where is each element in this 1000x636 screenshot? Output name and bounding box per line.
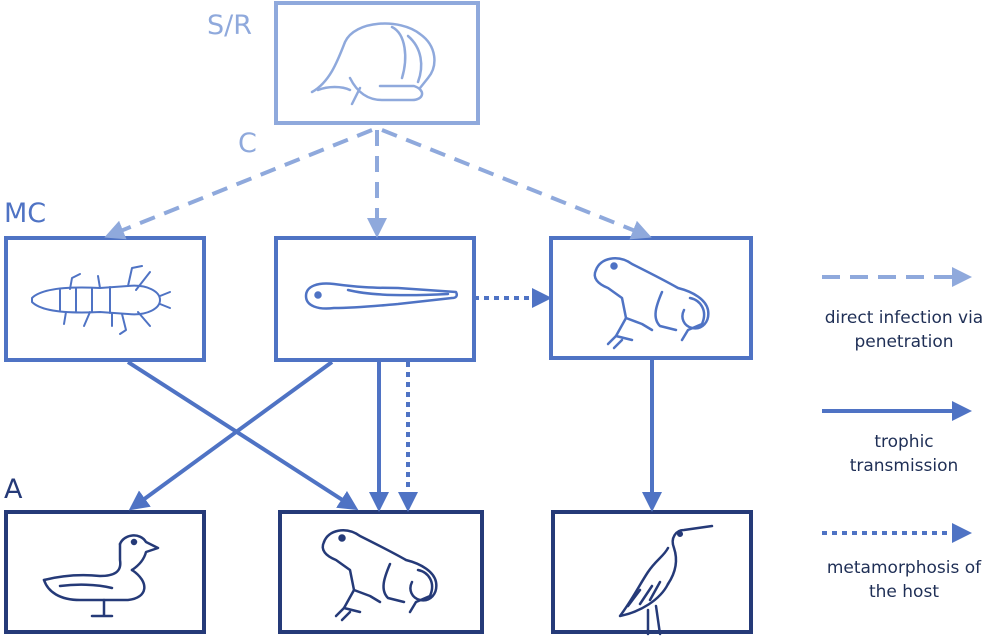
- duck-icon: [42, 534, 160, 618]
- frog-box-definitive: [278, 510, 484, 634]
- definitive-host-label: A: [4, 474, 23, 505]
- legend-symbols: [822, 267, 972, 543]
- arrow-snail-to-frog: [381, 128, 652, 240]
- heron-icon: [618, 524, 714, 636]
- insect-larva-box: [4, 236, 206, 362]
- legend-direct-infection-line1: direct infection via: [824, 308, 984, 328]
- arrow-tadpole-to-duck: [128, 360, 334, 511]
- legend-metamorphosis-line2: the host: [868, 582, 939, 602]
- legend-direct-infection-line2: penetration: [854, 332, 954, 352]
- legend-trophic: trophic transmission: [808, 430, 1000, 478]
- cercaria-label: C: [238, 128, 257, 159]
- arrow-insect-larva-to-frog: [126, 360, 359, 511]
- snail-icon: [310, 22, 436, 106]
- duck-box: [4, 510, 206, 634]
- legend-trophic-line1: trophic: [874, 432, 934, 452]
- frog-icon: [321, 529, 438, 622]
- tadpole-box: [274, 236, 476, 362]
- legend-direct-infection: direct infection via penetration: [808, 306, 1000, 354]
- arrows-metamorphosis: [398, 288, 552, 512]
- arrow-snail-to-insect-larva: [104, 128, 373, 240]
- tadpole-icon: [304, 282, 459, 310]
- heron-box: [551, 510, 753, 636]
- insect-larva-icon: [31, 265, 171, 335]
- legend-trophic-line2: transmission: [849, 456, 959, 476]
- legend-metamorphosis: metamorphosis of the host: [808, 556, 1000, 604]
- arrows-trophic: [126, 360, 662, 512]
- first-host-label: S/R: [207, 10, 252, 41]
- snail-box: [274, 1, 480, 125]
- frog-box-intermediate: [549, 236, 753, 360]
- arrows-direct-infection: [104, 128, 652, 240]
- legend-metamorphosis-line1: metamorphosis of: [826, 558, 982, 578]
- second-host-label: MC: [4, 198, 46, 229]
- frog-icon: [593, 257, 710, 350]
